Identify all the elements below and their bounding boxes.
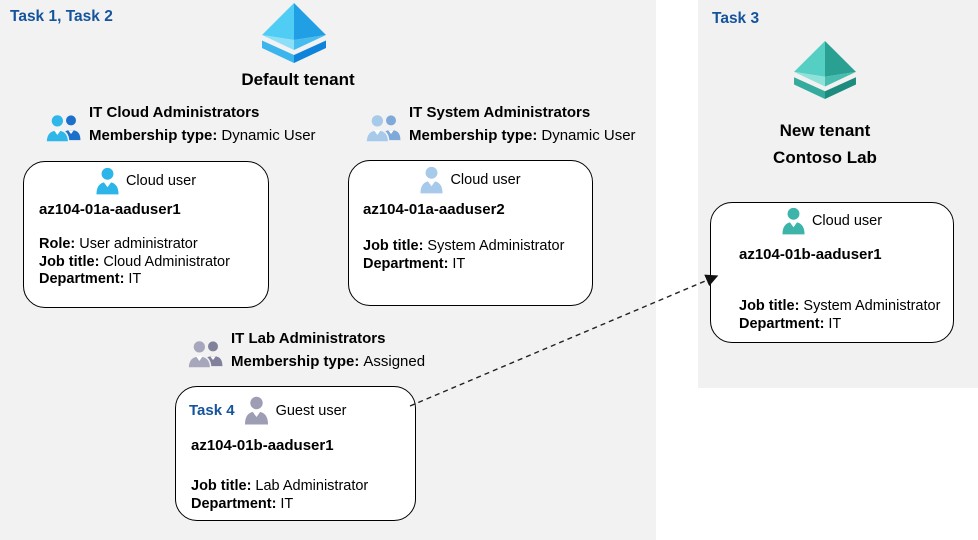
default-tenant-name: Default tenant — [241, 70, 355, 89]
user-fields: Job title:System Administrator Departmen… — [739, 298, 940, 333]
group-membership: Membership type:Dynamic User — [89, 127, 316, 144]
field-department: Department:IT — [739, 315, 842, 332]
field-job-title: Job title:System Administrator — [739, 298, 941, 314]
azure-tenant-icon-teal — [794, 40, 856, 100]
new-tenant-name-line1: New tenant — [779, 121, 871, 140]
task-4-label: Task 4 — [189, 402, 235, 419]
group-membership: Membership type:Assigned — [231, 353, 426, 370]
group-name: IT Lab Administrators — [231, 330, 386, 347]
user-type-label: Cloud user — [125, 173, 197, 189]
field-department: Department:IT — [39, 271, 142, 287]
user-name: az104-01b-aaduser1 — [739, 246, 882, 263]
field-job-title: Job title:System Administrator — [363, 238, 565, 254]
task-1-2-label: Task 1, Task 2 — [10, 8, 113, 25]
group-it-lab-administrators: IT Lab Administrators Membership type:As… — [187, 330, 425, 370]
group-it-cloud-administrators: IT Cloud Administrators Membership type:… — [45, 104, 316, 144]
user-card: Cloud user az104-01a-aaduser2 Job title:… — [348, 160, 593, 306]
group-people-icon — [365, 113, 401, 143]
group-people-icon — [45, 113, 81, 143]
field-job-title: Job title:Lab Administrator — [191, 478, 369, 494]
user-fields: Role:User administrator Job title:Cloud … — [39, 236, 230, 289]
user-name: az104-01a-aaduser2 — [363, 201, 505, 218]
field-role: Role:User administrator — [39, 236, 198, 252]
user-card: Cloud user az104-01a-aaduser1 Role:User … — [23, 161, 269, 308]
task-3-label: Task 3 — [712, 10, 760, 27]
group-it-system-administrators: IT System Administrators Membership type… — [365, 104, 636, 144]
user-type-label: Cloud user — [811, 213, 883, 229]
field-department: Department:IT — [191, 495, 294, 512]
group-membership: Membership type:Dynamic User — [409, 127, 636, 144]
user-type-label: Cloud user — [450, 172, 521, 188]
user-fields: Job title:System Administrator Departmen… — [363, 238, 564, 273]
azure-tenant-icon-blue — [262, 3, 326, 63]
group-people-icon — [187, 339, 223, 369]
group-name: IT System Administrators — [409, 104, 591, 121]
cloud-user-icon — [96, 167, 119, 195]
user-type-label: Guest user — [275, 402, 347, 419]
group-name: IT Cloud Administrators — [89, 104, 260, 121]
user-name: az104-01a-aaduser1 — [39, 201, 181, 218]
guest-user-card: Task 4 Guest user az104-01b-aaduser1 Job… — [175, 386, 416, 521]
cloud-user-icon — [420, 166, 443, 194]
field-department: Department:IT — [363, 255, 466, 272]
user-fields: Job title:Lab Administrator Department:I… — [191, 478, 368, 513]
user-name: az104-01b-aaduser1 — [191, 437, 334, 454]
cloud-user-icon — [782, 207, 805, 235]
guest-user-icon — [244, 396, 268, 425]
new-tenant-name-line2: Contoso Lab — [773, 148, 877, 167]
field-job-title: Job title:Cloud Administrator — [39, 253, 230, 270]
user-card: Cloud user az104-01b-aaduser1 Job title:… — [710, 202, 954, 343]
